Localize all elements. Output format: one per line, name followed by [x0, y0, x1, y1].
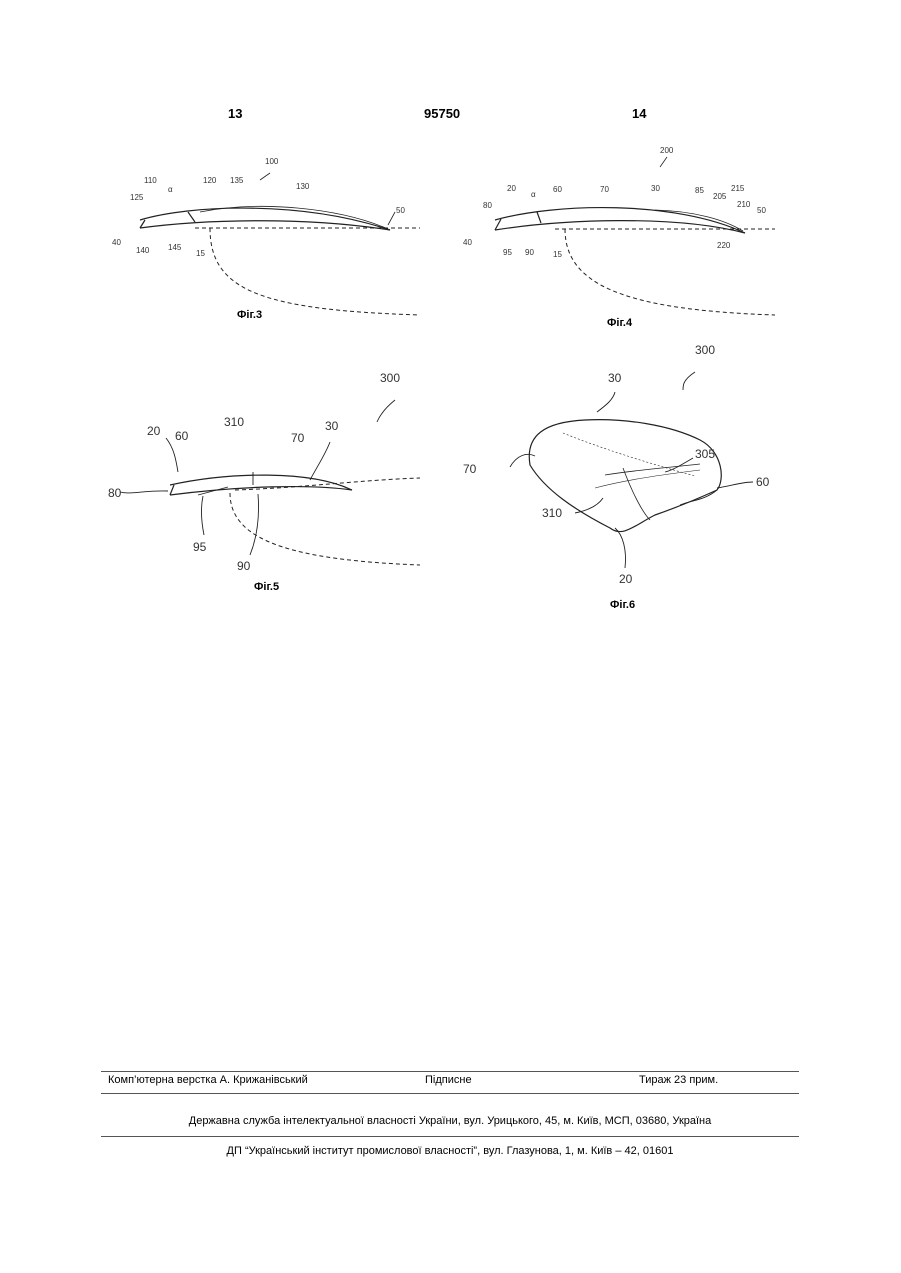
label-300: 300 [380, 371, 400, 385]
label-60: 60 [175, 429, 189, 443]
label-80: 80 [483, 201, 492, 210]
figure-3-caption: Фіг.3 [237, 309, 262, 321]
page-number-left: 13 [228, 106, 242, 121]
label-125: 125 [130, 193, 144, 202]
figure-5-drawing: 300 20 60 310 70 30 80 95 90 [100, 360, 440, 575]
label-70: 70 [600, 185, 609, 194]
footer-circulation: Тираж 23 прим. [639, 1074, 718, 1086]
figure-6: 300 30 70 305 60 310 20 [455, 340, 790, 595]
footer-divider-bottom [101, 1136, 799, 1137]
label-300: 300 [695, 343, 715, 357]
label-140: 140 [136, 246, 150, 255]
label-60: 60 [553, 185, 562, 194]
nail-bottom-edge [170, 487, 352, 495]
label-40: 40 [112, 238, 121, 247]
label-145: 145 [168, 243, 182, 252]
figure-4-drawing: 200 20 α 60 70 30 85 205 215 80 210 50 4… [455, 145, 790, 325]
label-210: 210 [737, 200, 751, 209]
label-40: 40 [463, 238, 472, 247]
footer-agency: Державна служба інтелектуальної власност… [101, 1115, 799, 1127]
label-310: 310 [224, 415, 244, 429]
label-60: 60 [756, 475, 770, 489]
label-20: 20 [619, 572, 633, 586]
figure-3: 100 110 125 α 120 135 130 50 40 140 145 … [100, 150, 430, 325]
nail-bottom-edge [140, 221, 390, 230]
figure-6-caption: Фіг.6 [610, 599, 635, 611]
finger-outline [565, 229, 775, 315]
label-80: 80 [108, 486, 122, 500]
footer-layout-credit: Комп’ютерна верстка А. Крижанівський [108, 1074, 308, 1086]
figure-6-drawing: 300 30 70 305 60 310 20 [455, 340, 790, 595]
label-120: 120 [203, 176, 217, 185]
finger-outline [210, 228, 420, 315]
label-90: 90 [525, 248, 534, 257]
figure-4-caption: Фіг.4 [607, 317, 632, 329]
label-50: 50 [396, 206, 405, 215]
label-alpha: α [168, 185, 173, 194]
page-number-right: 14 [632, 106, 646, 121]
label-15: 15 [196, 249, 205, 258]
label-100: 100 [265, 157, 279, 166]
label-30: 30 [651, 184, 660, 193]
figure-4: 200 20 α 60 70 30 85 205 215 80 210 50 4… [455, 145, 790, 325]
label-20: 20 [147, 424, 161, 438]
label-30: 30 [608, 371, 622, 385]
footer-signed: Підписне [425, 1074, 472, 1086]
label-95: 95 [503, 248, 512, 257]
nail-bottom-edge [495, 221, 745, 233]
footer-institute: ДП “Український інститут промислової вла… [101, 1145, 799, 1157]
label-30: 30 [325, 419, 339, 433]
label-135: 135 [230, 176, 244, 185]
label-alpha: α [531, 190, 536, 199]
label-130: 130 [296, 182, 310, 191]
label-50: 50 [757, 206, 766, 215]
label-95: 95 [193, 540, 207, 554]
label-310: 310 [542, 506, 562, 520]
footer-divider-top [101, 1071, 799, 1072]
label-305: 305 [695, 447, 715, 461]
patent-number: 95750 [424, 106, 460, 121]
label-215: 215 [731, 184, 745, 193]
nail-top-edge [140, 208, 390, 230]
figure-5: 300 20 60 310 70 30 80 95 90 [100, 360, 440, 575]
label-205: 205 [713, 192, 727, 201]
label-20: 20 [507, 184, 516, 193]
figure-5-caption: Фіг.5 [254, 581, 279, 593]
label-200: 200 [660, 146, 674, 155]
label-220: 220 [717, 241, 731, 250]
footer-divider-middle [101, 1093, 799, 1094]
label-90: 90 [237, 559, 251, 573]
label-110: 110 [144, 176, 157, 185]
label-85: 85 [695, 186, 704, 195]
figure-3-drawing: 100 110 125 α 120 135 130 50 40 140 145 … [100, 150, 430, 325]
label-70: 70 [291, 431, 305, 445]
label-15: 15 [553, 250, 562, 259]
label-70: 70 [463, 462, 477, 476]
